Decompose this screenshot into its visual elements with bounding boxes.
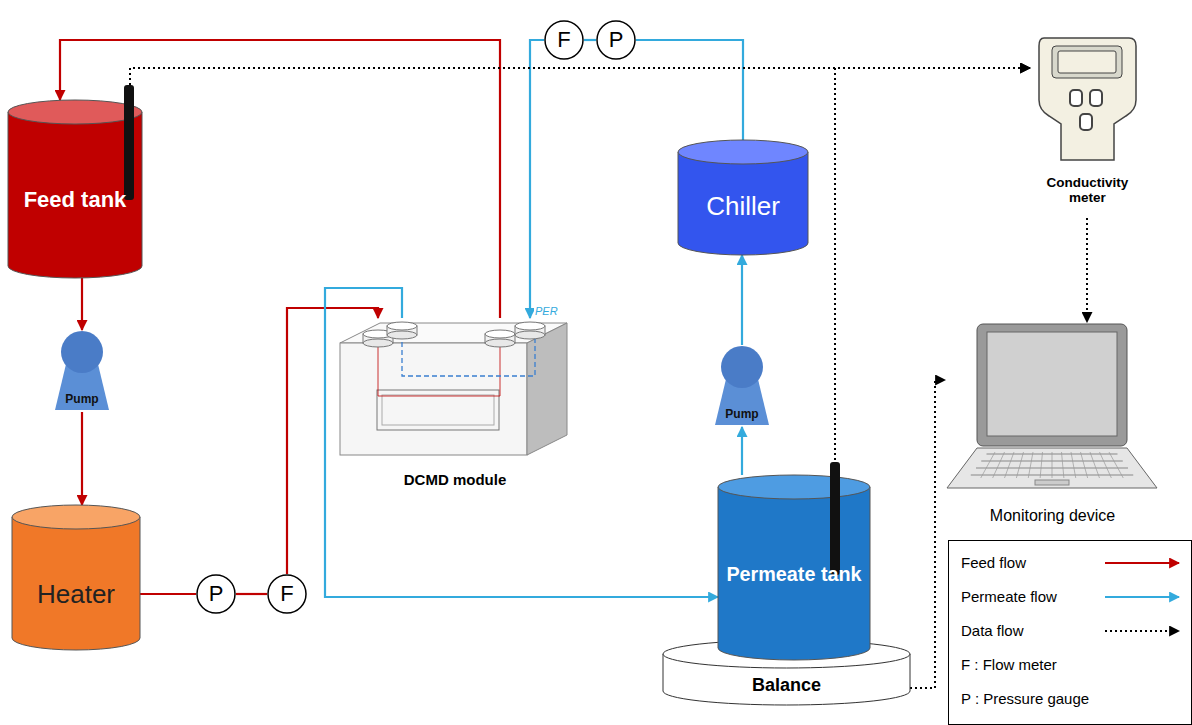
node-outline: [335, 318, 575, 493]
flow-connector: [130, 68, 1030, 100]
laptop-icon: [947, 324, 1157, 488]
node-label: P: [609, 28, 624, 52]
tank-top: [718, 475, 870, 499]
node-label: Heater: [37, 580, 115, 609]
legend-sample: [1103, 585, 1183, 609]
flow-meter: F: [544, 20, 584, 60]
flow-connector: [636, 40, 743, 140]
feed-tank: Feed tank: [8, 100, 142, 278]
text-area: Pump: [715, 405, 769, 425]
tank-top: [8, 100, 142, 124]
tank-body: [678, 152, 808, 255]
node-label: Pump: [725, 408, 758, 421]
flow-connector: [1086, 218, 1088, 322]
legend-sample: [1103, 619, 1183, 643]
text-area: Conductivity meter: [1030, 166, 1145, 216]
legend-entry: Data flow: [961, 619, 1181, 643]
text-area: Permeate tank: [718, 535, 870, 615]
legend-text: Feed flow: [961, 554, 1026, 571]
tank-top: [678, 140, 808, 164]
permeate-tank: Permeate tank: [718, 475, 870, 660]
conductivity-meter: Conductivity meter: [1030, 38, 1145, 218]
pressure-gauge: P: [196, 574, 236, 614]
node-label: F: [557, 28, 570, 52]
legend-sample: [1103, 551, 1183, 575]
conductivity-probe: [830, 462, 840, 575]
node-outline: [12, 505, 140, 650]
gauge-circle: [197, 575, 235, 613]
node-label: P: [209, 582, 224, 606]
flow-meter: F: [267, 574, 307, 614]
node-label: Pump: [65, 393, 98, 406]
flow-connector: [741, 427, 743, 475]
conductivity-probe: [124, 85, 134, 200]
flow-connector: [910, 380, 945, 688]
balance-plate: [663, 640, 910, 668]
legend-text: P : Pressure gauge: [961, 690, 1089, 707]
monitoring-device: Monitoring device: [945, 322, 1160, 532]
node-label: DCMD module: [404, 472, 507, 489]
heater: Heater: [12, 505, 140, 650]
tank-body: [8, 112, 142, 278]
pump: Pump: [715, 345, 769, 427]
tank-top: [12, 505, 140, 529]
tank-body: [718, 487, 870, 660]
gauge-circle: [268, 575, 306, 613]
text-area: Chiller: [678, 170, 808, 242]
text-area: F: [267, 574, 307, 614]
legend-entry: F : Flow meter: [961, 653, 1181, 677]
text-area: Feed tank: [8, 155, 142, 245]
text-area: Pump: [55, 390, 109, 410]
flow-connector: [236, 593, 267, 595]
flow-connector: [325, 288, 718, 597]
node-label: Permeate tank: [726, 564, 861, 586]
node-label: Monitoring device: [990, 507, 1115, 525]
legend-box: Feed flowPermeate flowData flow F : Flow …: [948, 540, 1192, 725]
legend-text: Permeate flow: [961, 588, 1057, 605]
text-area: Monitoring device: [945, 502, 1160, 530]
pump: Pump: [55, 330, 109, 412]
dcmd-module: DCMD module: [335, 318, 575, 493]
node-outline: [945, 322, 1160, 532]
flow-connector: [530, 40, 544, 318]
legend-entry: P : Pressure gauge: [961, 687, 1181, 711]
pump-head: [61, 331, 103, 373]
flow-connector: [60, 40, 500, 318]
node-label: Balance: [752, 676, 821, 696]
flow-connector: [741, 255, 743, 345]
flow-connector: [81, 412, 83, 505]
text-area: DCMD module: [335, 468, 575, 493]
gauge-circle: [597, 21, 635, 59]
port-label: PER: [534, 305, 559, 317]
gauge-circle: [545, 21, 583, 59]
legend-entry: Feed flow: [961, 551, 1181, 575]
legend-entry: Permeate flow: [961, 585, 1181, 609]
tank-body: [12, 517, 140, 650]
text-area: Heater: [12, 567, 140, 622]
pressure-gauge: P: [596, 20, 636, 60]
legend-text: Data flow: [961, 622, 1024, 639]
flow-connector: [584, 39, 596, 41]
text-area: P: [596, 20, 636, 60]
node-label: F: [280, 582, 293, 606]
module-illustration: [340, 322, 567, 455]
node-label: Chiller: [706, 192, 780, 221]
flow-connector: [81, 278, 83, 330]
meter-icon: [1039, 38, 1136, 160]
flow-connector: [140, 593, 196, 595]
pump-head: [721, 346, 763, 388]
text-area: P: [196, 574, 236, 614]
text-area: F: [544, 20, 584, 60]
text-area: Balance: [663, 670, 910, 702]
chiller: Chiller: [678, 140, 808, 255]
node-label: Feed tank: [24, 188, 127, 212]
node-label: Conductivity meter: [1030, 176, 1145, 206]
legend-text: F : Flow meter: [961, 656, 1057, 673]
